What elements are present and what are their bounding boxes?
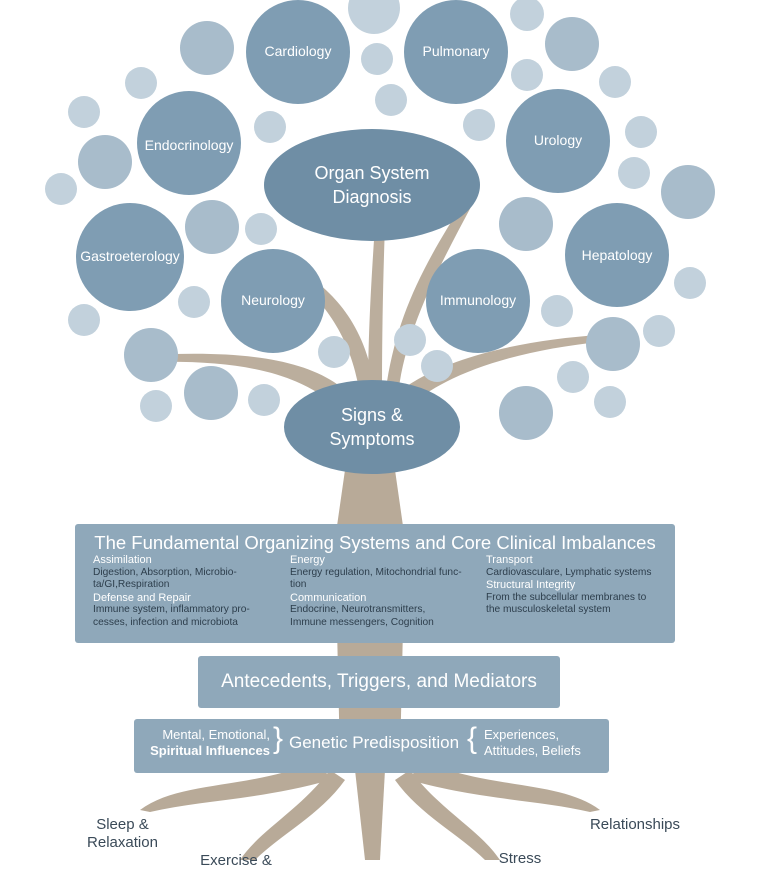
left-brace-icon: { — [467, 722, 478, 755]
core-heading: Defense and Repair — [93, 591, 191, 604]
core-text: Energy regulation, Mitochondrial func- — [290, 566, 462, 578]
svg-text:Symptoms: Symptoms — [329, 429, 414, 449]
core-heading: Transport — [486, 554, 533, 566]
circle-hepatology: Hepatology — [565, 203, 669, 307]
core-text: Cardiovasculare, Lymphatic systems — [486, 566, 652, 578]
core-imbalances-box: The Fundamental Organizing Systems and C… — [75, 524, 675, 643]
svg-text:Diagnosis: Diagnosis — [332, 187, 411, 207]
core-heading: Energy — [290, 554, 325, 566]
circle-cardiology: Cardiology — [246, 0, 350, 104]
small-circles — [45, 0, 706, 422]
core-column-2: Energy Energy regulation, Mitochondrial … — [290, 554, 475, 629]
medium-circles — [78, 17, 715, 440]
core-text: Endocrine, Neurotransmitters, — [290, 604, 426, 615]
root-label-relationships: Relationships — [589, 816, 681, 833]
svg-text:Organ System: Organ System — [314, 163, 429, 183]
circle-label: Endocrinology — [145, 137, 234, 153]
signs-symptoms-oval: Signs & Symptoms — [284, 380, 460, 474]
circle-label: Hepatology — [582, 247, 653, 263]
svg-text:Signs &: Signs & — [341, 405, 403, 425]
antecedents-box: Antecedents, Triggers, and Mediators — [198, 656, 560, 708]
genetic-left-text: Mental, Emotional, Spiritual Influences — [150, 727, 270, 758]
core-heading: Assimilation — [93, 554, 152, 566]
genetic-center-label: Genetic Predisposition — [289, 733, 460, 752]
core-column-3: Transport Cardiovasculare, Lymphatic sys… — [486, 554, 671, 617]
specialty-circles: Cardiology Pulmonary Endocrinology Urolo… — [76, 0, 669, 353]
root-label-stress: Stress — [498, 850, 542, 867]
circle-label: Neurology — [241, 292, 305, 308]
core-text: Digestion, Absorption, Microbio- — [93, 566, 237, 578]
circle-endocrinology: Endocrinology — [137, 91, 241, 195]
core-text: Immune messengers, Cognition — [290, 616, 434, 628]
organ-system-oval: Organ System Diagnosis — [264, 129, 480, 241]
core-column-1: Assimilation Digestion, Absorption, Micr… — [93, 554, 278, 629]
core-heading: Structural Integrity — [486, 579, 576, 591]
circle-label: Urology — [534, 132, 582, 148]
core-text: From the subcellular membranes to — [486, 591, 647, 603]
core-text: ta/GI,Respiration — [93, 579, 170, 590]
circle-pulmonary: Pulmonary — [404, 0, 508, 104]
genetic-right-text: Experiences, Attitudes, Beliefs — [484, 727, 581, 758]
circle-gastroeterology: Gastroeterology — [76, 203, 184, 311]
circle-label: Immunology — [440, 292, 516, 308]
core-text: tion — [290, 579, 307, 590]
circle-label: Gastroeterology — [80, 248, 180, 264]
roots — [140, 760, 600, 860]
root-label-exercise: Exercise & — [200, 852, 272, 869]
core-heading: Communication — [290, 591, 367, 604]
genetic-box: Mental, Emotional, Spiritual Influences … — [134, 719, 609, 773]
circle-label: Pulmonary — [423, 43, 490, 59]
circle-immunology: Immunology — [426, 249, 530, 353]
core-title: The Fundamental Organizing Systems and C… — [94, 532, 656, 553]
right-brace-icon: } — [273, 722, 284, 755]
core-text: Immune system, inflammatory pro- — [93, 604, 250, 615]
core-text: cesses, infection and microbiota — [93, 616, 238, 628]
circle-neurology: Neurology — [221, 249, 325, 353]
circle-urology: Urology — [506, 89, 610, 193]
root-label-sleep: Sleep & Relaxation — [87, 816, 158, 851]
circle-label: Cardiology — [265, 43, 332, 59]
antecedents-label: Antecedents, Triggers, and Mediators — [221, 671, 537, 692]
core-text: the musculoskeletal system — [486, 604, 611, 615]
